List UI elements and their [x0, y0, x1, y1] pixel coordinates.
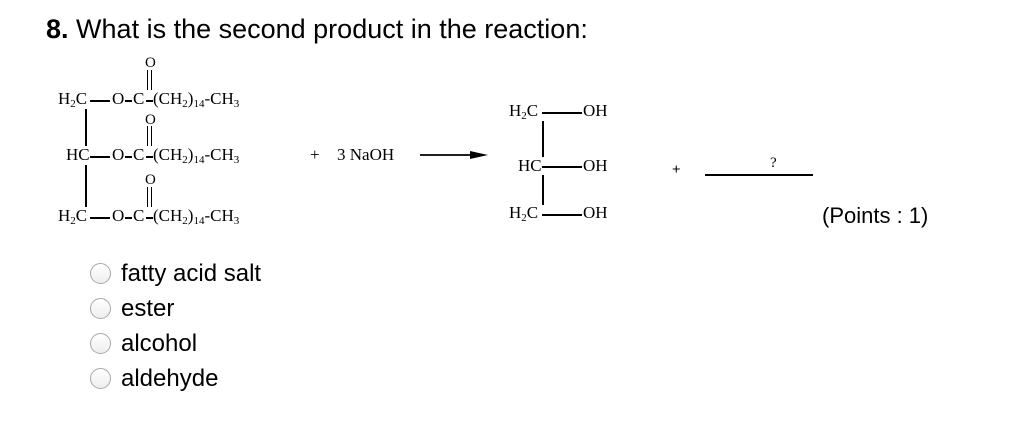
double-bond [147, 70, 152, 90]
reactant-row-3-carbon: H2C [58, 206, 88, 227]
bond [90, 217, 110, 219]
bond [542, 175, 544, 205]
plus-sign-2: + [672, 162, 681, 178]
radio-button[interactable] [90, 333, 111, 354]
glycerol-row-1-oh: OH [583, 101, 608, 120]
option-fatty-acid-salt[interactable]: fatty acid salt [90, 256, 261, 291]
points-label: (Points : 1) [822, 203, 929, 228]
plus-sign: + [310, 145, 320, 164]
radio-button[interactable] [90, 368, 111, 389]
bond [542, 166, 582, 168]
glycerol-row-3-carbon: H2C [509, 203, 539, 224]
glycerol-row-2-carbon: HC [518, 156, 542, 175]
radio-button[interactable] [90, 298, 111, 319]
reactant-row-2-carbonyl-c: C [133, 145, 145, 164]
reactant-row-1-carbonyl-o: O [145, 55, 156, 71]
reactant-row-1-chain: (CH2)14‑CH3 [153, 89, 240, 110]
option-label: ester [121, 294, 175, 322]
unknown-product: ? [770, 155, 777, 171]
bond [542, 214, 582, 216]
glycerol-row-2-oh: OH [583, 156, 608, 175]
bond [542, 112, 582, 114]
glycerol-row-3-oh: OH [583, 203, 608, 222]
radio-button[interactable] [90, 263, 111, 284]
reactant-row-3-ester-o: O [112, 206, 125, 225]
option-label: fatty acid salt [121, 259, 262, 287]
bond [146, 217, 153, 219]
option-label: alcohol [121, 329, 198, 357]
reactant-row-3-carbonyl-c: C [133, 206, 145, 225]
bond [125, 217, 132, 219]
reagent-naoh: 3 NaOH [337, 145, 395, 164]
reaction-arrow-icon [420, 151, 488, 159]
option-label: aldehyde [121, 364, 219, 392]
bond [85, 109, 87, 146]
option-aldehyde[interactable]: aldehyde [90, 361, 261, 396]
reactant-row-2-ester-o: O [112, 145, 125, 164]
bond [146, 100, 153, 102]
bond [542, 121, 544, 157]
bond [125, 156, 132, 158]
reactant-row-1-ester-o: O [112, 89, 125, 108]
reactant-row-2-carbon: HC [66, 145, 90, 164]
bond [85, 165, 87, 207]
answer-blank-line [705, 174, 813, 176]
reactant-row-2-carbonyl-o: O [145, 112, 156, 128]
reactant-row-3-chain: (CH2)14‑CH3 [153, 206, 240, 227]
reactant-row-3-carbonyl-o: O [145, 172, 156, 188]
reactant-row-2-chain: (CH2)14‑CH3 [153, 145, 240, 166]
reactant-row-1-carbon: H2C [58, 89, 88, 110]
question-title: 8. What is the second product in the rea… [46, 12, 588, 46]
option-alcohol[interactable]: alcohol [90, 326, 261, 361]
answer-options: fatty acid salt ester alcohol aldehyde [90, 256, 261, 396]
question-text: What is the second product in the reacti… [76, 14, 588, 44]
bond [146, 156, 153, 158]
option-ester[interactable]: ester [90, 291, 261, 326]
bond [90, 156, 110, 158]
bond [90, 100, 110, 102]
double-bond [147, 187, 152, 207]
bond [125, 100, 132, 102]
question-number: 8. [46, 14, 69, 44]
double-bond [147, 126, 152, 146]
glycerol-row-1-carbon: H2C [509, 101, 539, 122]
reactant-row-1-carbonyl-c: C [133, 89, 145, 108]
